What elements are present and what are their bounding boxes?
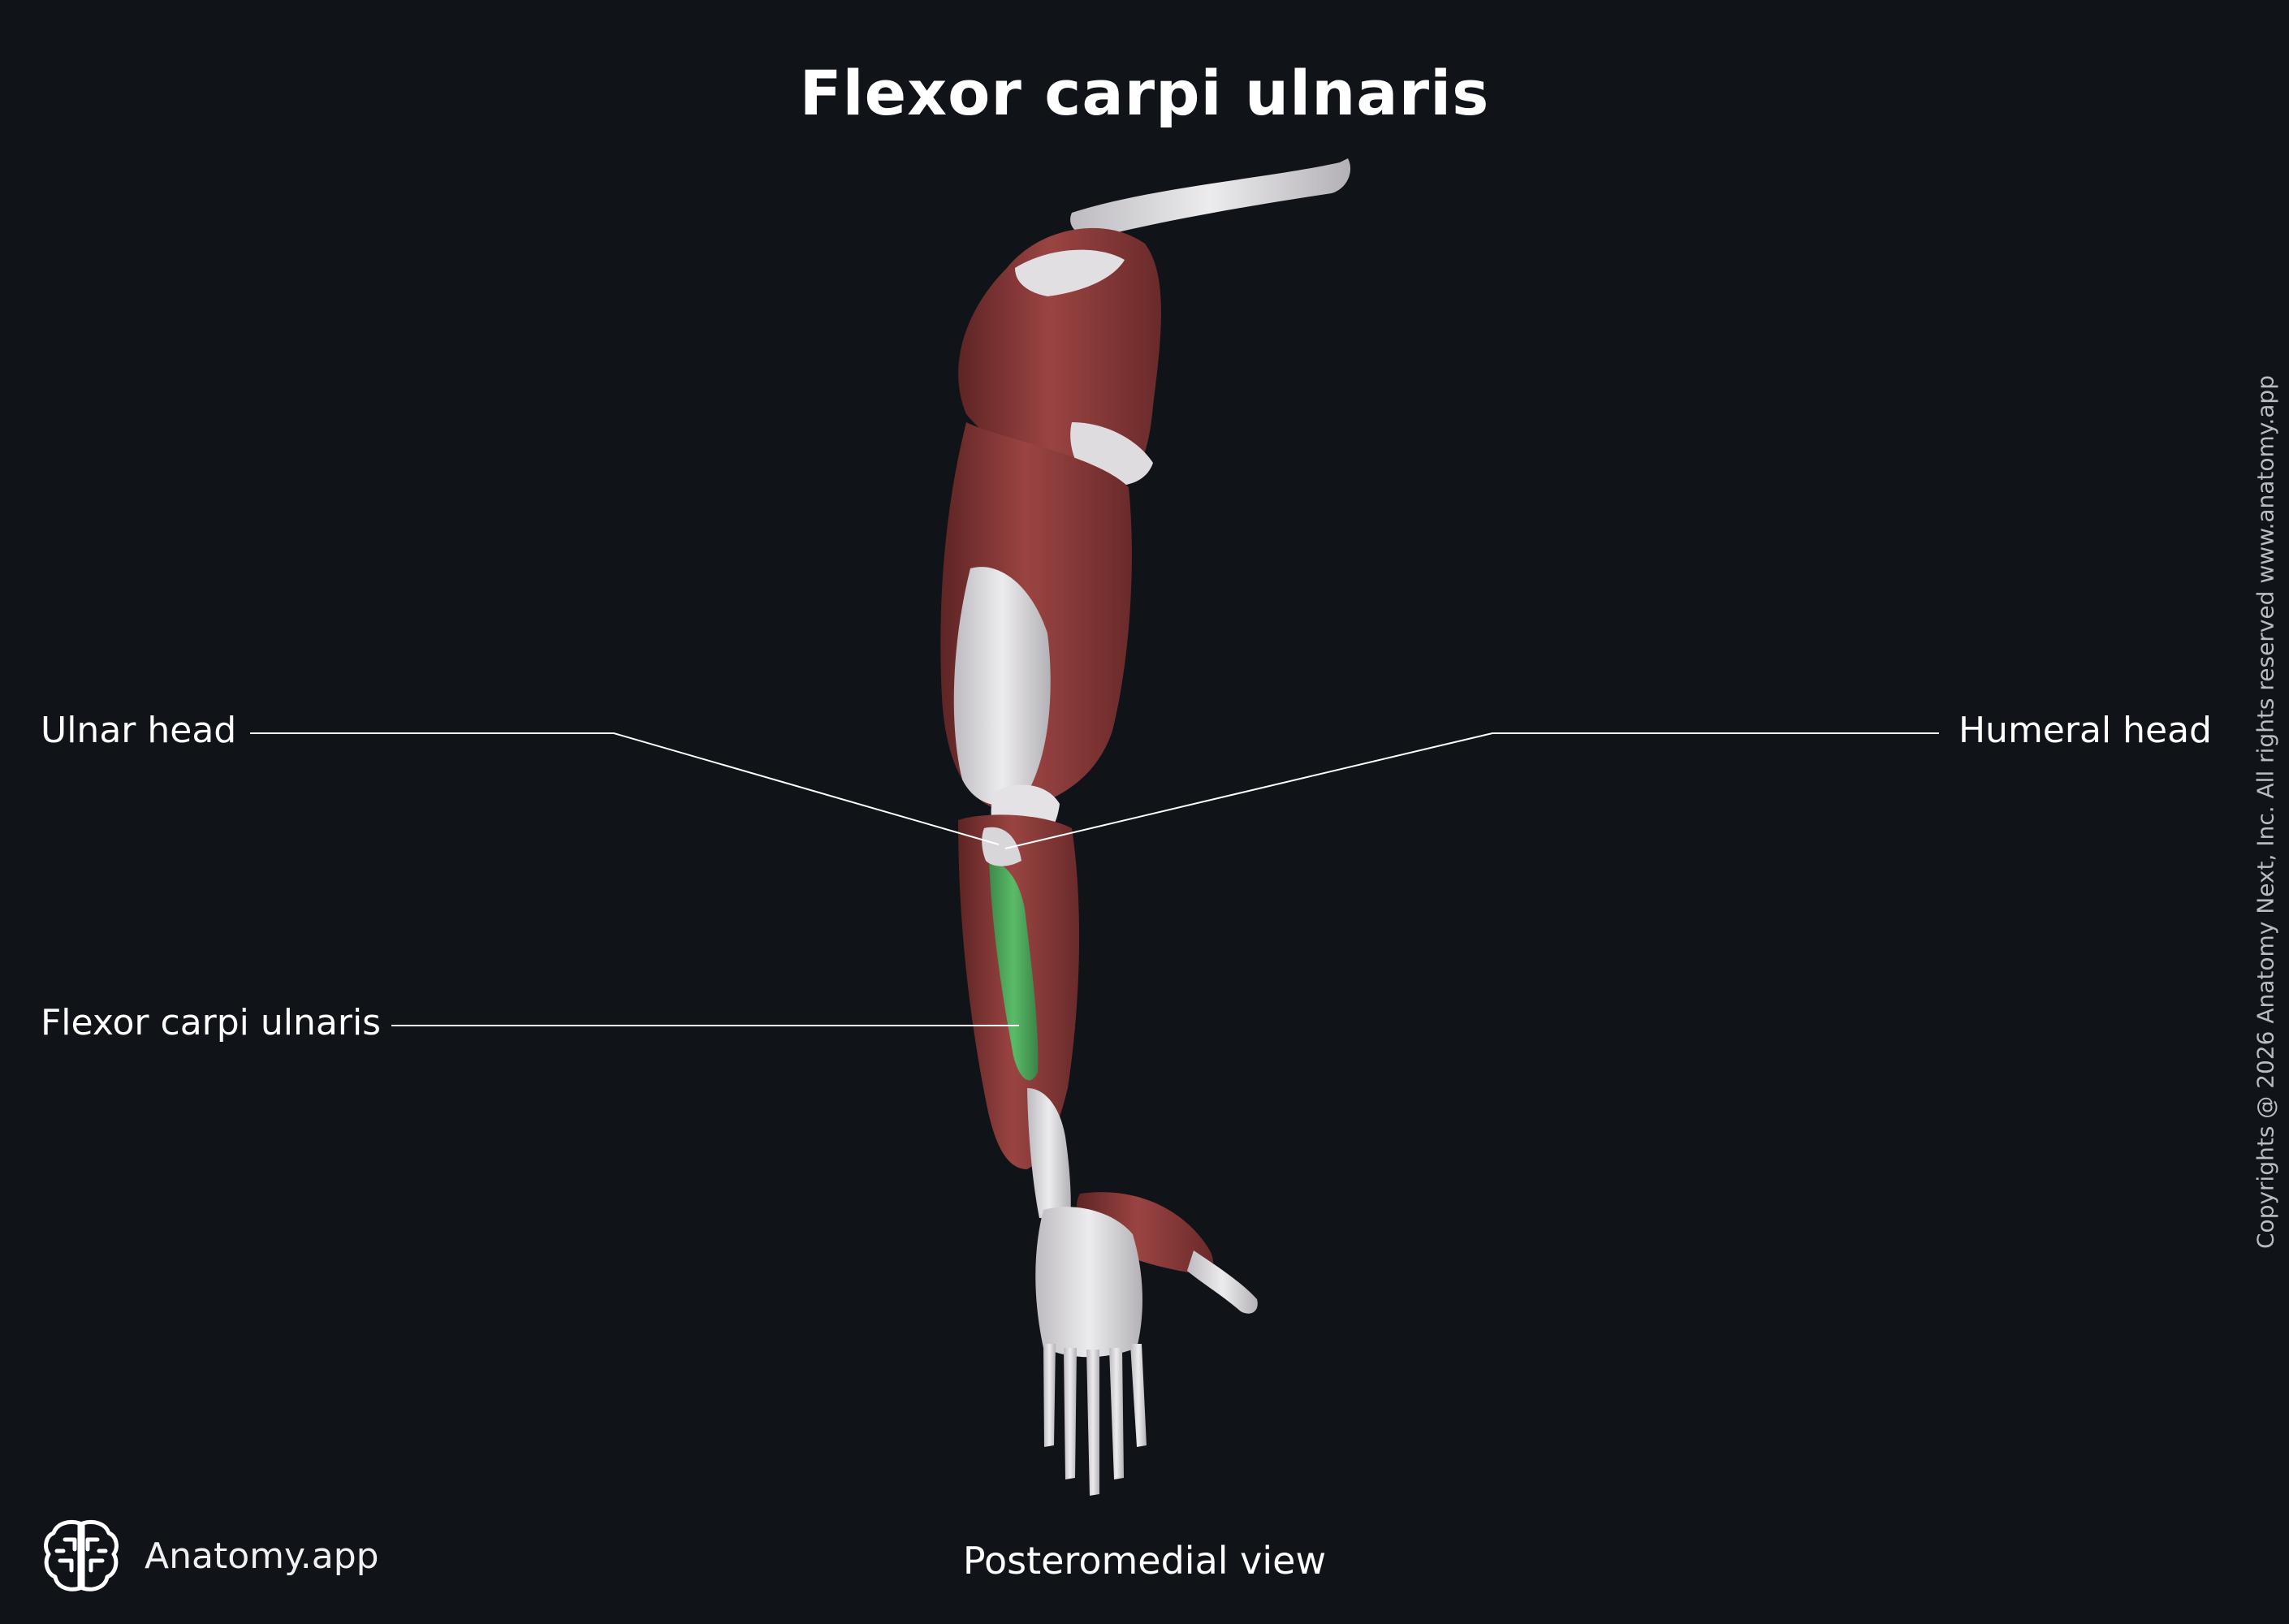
copyright-notice: Copyrights @ 2026 Anatomy Next, Inc. All…: [2252, 375, 2279, 1249]
diagram-title: Flexor carpi ulnaris: [799, 57, 1490, 129]
label-flexor-carpi-ulnaris: Flexor carpi ulnaris: [41, 1002, 382, 1043]
finger-4: [1109, 1348, 1124, 1479]
deltoid-muscle: [958, 227, 1161, 487]
thumb-bone: [1187, 1250, 1258, 1314]
view-caption: Posteromedial view: [962, 1539, 1327, 1583]
label-ulnar-head: Ulnar head: [41, 710, 237, 751]
finger-2: [1064, 1348, 1077, 1479]
leader-line-ulnar-head: [250, 732, 1000, 845]
thenar-muscle: [1076, 1192, 1213, 1274]
brand: Anatomy.app: [41, 1517, 379, 1595]
acromion-tendon: [1015, 249, 1125, 296]
wrist-tendons: [1027, 1088, 1071, 1218]
clavicle-bone: [1070, 158, 1351, 237]
finger-5: [1130, 1344, 1147, 1447]
brand-name: Anatomy.app: [145, 1535, 379, 1577]
label-humeral-head: Humeral head: [1958, 710, 2212, 751]
fcu-proximal-tendon: [982, 827, 1021, 866]
finger-1: [1043, 1344, 1056, 1447]
flexor-carpi-ulnaris-highlight: [989, 861, 1039, 1081]
triceps-tendon: [953, 567, 1051, 806]
finger-3: [1086, 1350, 1099, 1496]
brain-logo-icon: [44, 1520, 119, 1592]
leader-line-humeral-head: [1004, 732, 1939, 849]
hand-bones: [1035, 1207, 1142, 1358]
